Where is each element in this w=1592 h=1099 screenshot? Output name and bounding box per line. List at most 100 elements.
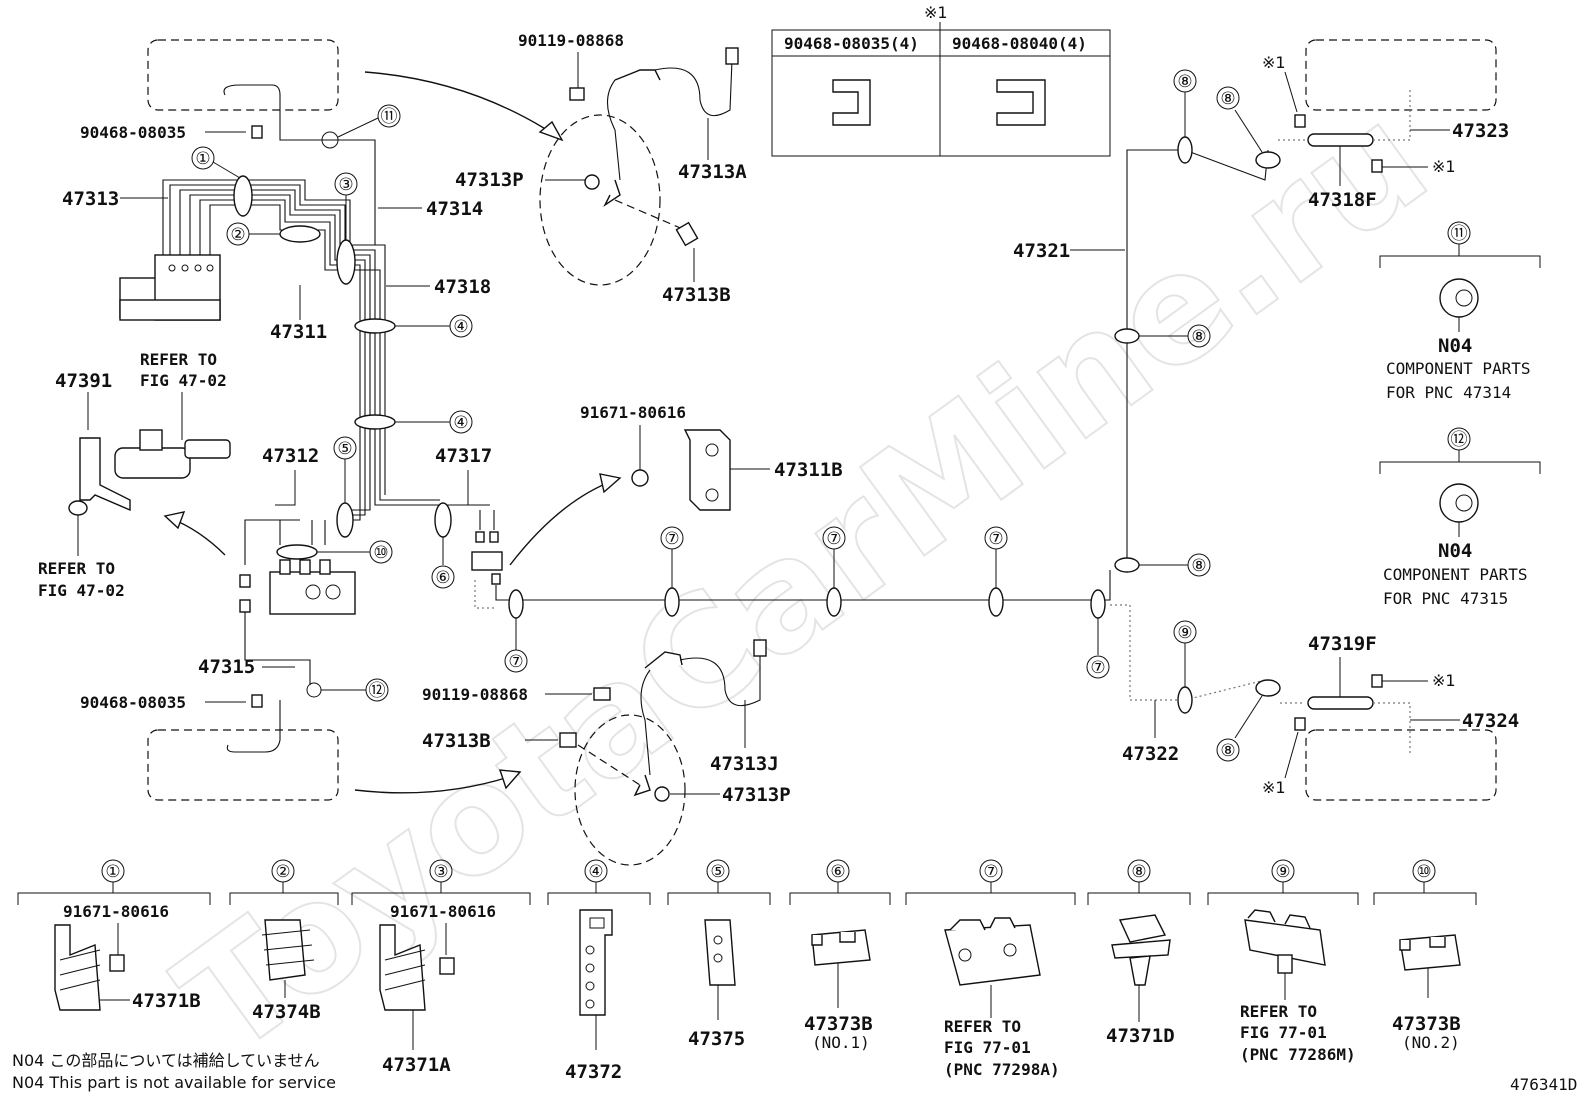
label-47318F: 47318F [1308,189,1377,211]
hose-47318F [1307,133,1374,147]
svg-text:47373B: 47373B [804,1013,873,1035]
svg-text:REFER TO: REFER TO [38,559,115,578]
svg-text:⑦: ⑦ [1090,658,1105,678]
svg-text:⑥: ⑥ [435,568,450,588]
bottom-item-2: ② 47374B [229,859,339,1023]
svg-text:(PNC 77286M): (PNC 77286M) [1240,1045,1356,1064]
svg-text:⑨: ⑨ [1177,623,1192,643]
bolt-47313B-top [675,221,699,247]
valve-block [269,559,356,615]
label-47313P-bottom: 47313P [722,784,791,806]
label-47322: 47322 [1122,743,1179,765]
svg-text:⑧: ⑧ [1220,741,1235,761]
footnote-jp: N04 この部品については補給していません [12,1051,320,1070]
svg-text:⑧: ⑧ [1131,862,1146,882]
pipe-47314 [279,130,376,245]
svg-text:⑧: ⑧ [1220,89,1235,109]
bottom-item-7: ⑦ REFER TO FIG 77-01 (PNC 77298A) [905,859,1076,1079]
clamp-47375 [704,919,736,986]
label-47321: 47321 [1013,240,1070,262]
label-90119-08868-top: 90119-08868 [518,31,624,50]
label-47314: 47314 [426,198,483,220]
clamp-47374B [264,919,306,981]
svg-text:(PNC 77298A): (PNC 77298A) [944,1060,1060,1079]
clamp-4-lower [354,414,396,430]
svg-text:⑤: ⑤ [337,439,352,459]
junction-block [471,551,503,571]
n04-label-11: N04 [1438,335,1472,357]
clamp-1 [233,175,253,217]
clamp-9 [1177,686,1193,714]
bolt-47313B-bottom [559,732,577,748]
svg-text:⑥: ⑥ [830,862,845,882]
tube-47322 [1110,604,1266,701]
clip-note-right-lower [1371,674,1383,688]
chassis-outline-top-left [147,39,339,111]
clamp-8-top-b [1255,151,1281,169]
label-47312: 47312 [262,445,319,467]
label-47313: 47313 [62,188,119,210]
clamp-7-c [826,587,842,617]
svg-text:(NO.2): (NO.2) [1402,1033,1460,1052]
clip-90468-bottom [251,694,263,708]
svg-text:⑦: ⑦ [508,652,523,672]
label-47315: 47315 [198,656,255,678]
svg-text:FOR PNC 47315: FOR PNC 47315 [1383,589,1508,608]
svg-text:⑪: ⑪ [381,107,398,127]
svg-text:⑪: ⑪ [1451,224,1468,244]
clip-note-bottom-right [1294,717,1306,731]
svg-text:(NO.1): (NO.1) [812,1033,870,1052]
hose-47319F [1307,696,1374,710]
clamp-8-mid [1114,328,1140,344]
table-col1: 90468-08035(4) [784,34,919,53]
bottom-item-8: ⑧ 47371D [1087,859,1191,1047]
label-47313P-top: 47313P [455,169,524,191]
footnote-en: N04 This part is not available for servi… [12,1073,336,1092]
actuator-47313 [119,254,221,321]
svg-text:FIG 77-01: FIG 77-01 [944,1038,1031,1057]
svg-text:REFER TO: REFER TO [140,350,217,369]
svg-text:⑨: ⑨ [1275,862,1290,882]
svg-text:⑩: ⑩ [1416,862,1431,882]
svg-text:①: ① [195,149,210,169]
bottom-item-5: ⑤ 47375 [667,859,771,1050]
svg-text:⑤: ⑤ [710,862,725,882]
svg-text:⑦: ⑦ [664,529,679,549]
figure-id: 476341D [1510,1075,1577,1094]
clamp-10 [276,544,318,560]
hose-detail-ellipse-bottom [574,714,686,866]
svg-text:④: ④ [453,413,468,433]
label-90468-08035-top: 90468-08035 [80,123,186,142]
bolt-91671-mid [631,469,649,487]
svg-text:⑦: ⑦ [826,529,841,549]
svg-text:47371B: 47371B [132,990,201,1012]
label-47313B-top: 47313B [662,284,731,306]
svg-text:⑧: ⑧ [1191,556,1206,576]
clip-note-top-right [1294,114,1306,128]
bottom-item-1: ① 91671-80616 47371B [17,859,211,1012]
svg-text:47375: 47375 [688,1028,745,1050]
clamp-rear-9 [1244,919,1326,966]
svg-text:①: ① [105,862,120,882]
svg-text:※1: ※1 [1432,157,1456,176]
bottom-item-6: ⑥ 47373B (NO.1) [789,859,891,1052]
svg-text:COMPONENT PARTS: COMPONENT PARTS [1386,359,1531,378]
label-47319F: 47319F [1308,633,1377,655]
note-mark-table: ※1 [924,3,948,22]
clamp-47311B [683,429,731,511]
bottom-item-9: ⑨ REFER TO FIG 77-01 (PNC 77286M) [1207,859,1359,1064]
label-47313J: 47313J [710,753,779,775]
label-91671-80616-mid: 91671-80616 [580,403,686,422]
washer-47313P-bottom [654,786,670,802]
clamp-8-top-a [1177,136,1193,164]
svg-text:④: ④ [453,317,468,337]
svg-text:REFER TO: REFER TO [1240,1002,1317,1021]
component-box-12: ⑫ N04 COMPONENT PARTS FOR PNC 47315 [1379,427,1541,608]
svg-text:47371D: 47371D [1106,1025,1175,1047]
clamp-8-low [1114,557,1140,573]
label-47313B-bottom: 47313B [422,730,491,752]
svg-text:⑦: ⑦ [988,529,1003,549]
hose-detail-ellipse-top [539,114,661,286]
svg-text:②: ② [275,862,290,882]
